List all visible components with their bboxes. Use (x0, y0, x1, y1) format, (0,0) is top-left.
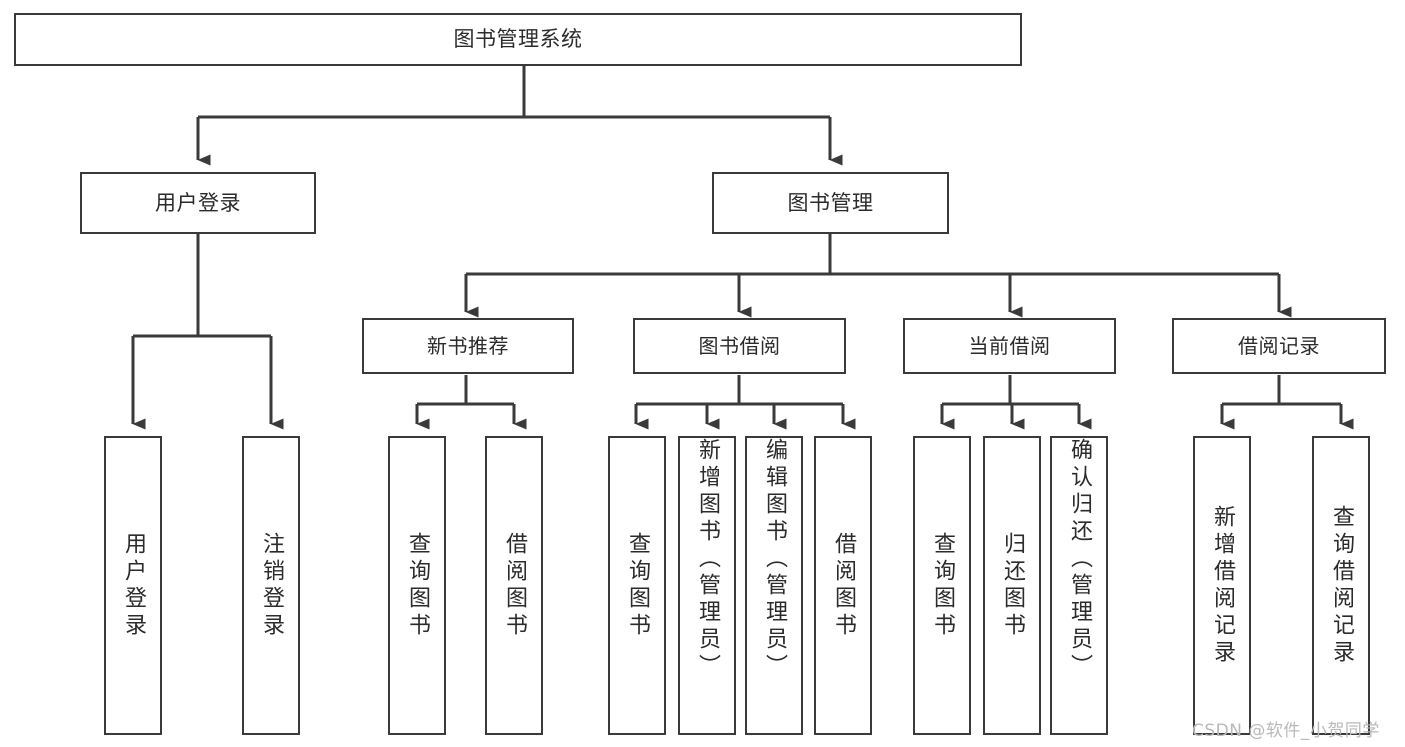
node-book-borrow[interactable]: 图书借阅 (633, 318, 846, 374)
leaf-user-logout-label: 注销登录 (259, 531, 284, 640)
leaf-user-login[interactable]: 用户登录 (104, 436, 162, 735)
leaf-query-book-3[interactable]: 查询图书 (913, 436, 971, 735)
leaf-query-book-2[interactable]: 查询图书 (608, 436, 666, 735)
leaf-confirm-return-label: 确认归还（管理员） (1067, 438, 1092, 681)
node-book-manage[interactable]: 图书管理 (712, 172, 949, 234)
leaf-user-login-label: 用户登录 (121, 531, 146, 640)
leaf-borrow-book-2[interactable]: 借阅图书 (814, 436, 872, 735)
leaf-add-book[interactable]: 新增图书（管理员） (678, 436, 736, 735)
leaf-query-book-1-label: 查询图书 (405, 531, 430, 640)
leaf-user-logout[interactable]: 注销登录 (242, 436, 300, 735)
leaf-query-book-3-label: 查询图书 (930, 531, 955, 640)
node-book-manage-label: 图书管理 (787, 190, 874, 215)
node-borrow-record[interactable]: 借阅记录 (1172, 318, 1386, 374)
leaf-borrow-book-2-label: 借阅图书 (831, 531, 856, 640)
leaf-confirm-return[interactable]: 确认归还（管理员） (1050, 436, 1108, 735)
leaf-add-record[interactable]: 新增借阅记录 (1193, 436, 1251, 735)
leaf-return-book[interactable]: 归还图书 (983, 436, 1041, 735)
leaf-borrow-book-1[interactable]: 借阅图书 (485, 436, 543, 735)
leaf-query-book-1[interactable]: 查询图书 (388, 436, 446, 735)
leaf-borrow-book-1-label: 借阅图书 (502, 531, 527, 640)
node-borrow-record-label: 借阅记录 (1238, 334, 1320, 358)
leaf-query-record[interactable]: 查询借阅记录 (1312, 436, 1370, 735)
node-user-login[interactable]: 用户登录 (80, 172, 316, 234)
node-book-borrow-label: 图书借阅 (698, 334, 781, 358)
leaf-edit-book[interactable]: 编辑图书（管理员） (745, 436, 803, 735)
node-root-label: 图书管理系统 (453, 27, 583, 51)
leaf-edit-book-label: 编辑图书（管理员） (762, 438, 787, 681)
node-new-book-rec-label: 新书推荐 (427, 334, 509, 358)
leaf-return-book-label: 归还图书 (1000, 531, 1025, 640)
csdn-watermark: CSDN @软件_小贺同学 (1192, 721, 1380, 741)
leaf-add-record-label: 新增借阅记录 (1210, 504, 1235, 667)
leaf-query-book-2-label: 查询图书 (625, 531, 650, 640)
node-current-borrow-label: 当前借阅 (968, 334, 1051, 358)
node-new-book-rec[interactable]: 新书推荐 (362, 318, 574, 374)
node-current-borrow[interactable]: 当前借阅 (903, 318, 1116, 374)
node-user-login-label: 用户登录 (155, 190, 241, 215)
node-root[interactable]: 图书管理系统 (14, 13, 1022, 66)
leaf-add-book-label: 新增图书（管理员） (695, 438, 720, 681)
leaf-query-record-label: 查询借阅记录 (1329, 504, 1354, 667)
